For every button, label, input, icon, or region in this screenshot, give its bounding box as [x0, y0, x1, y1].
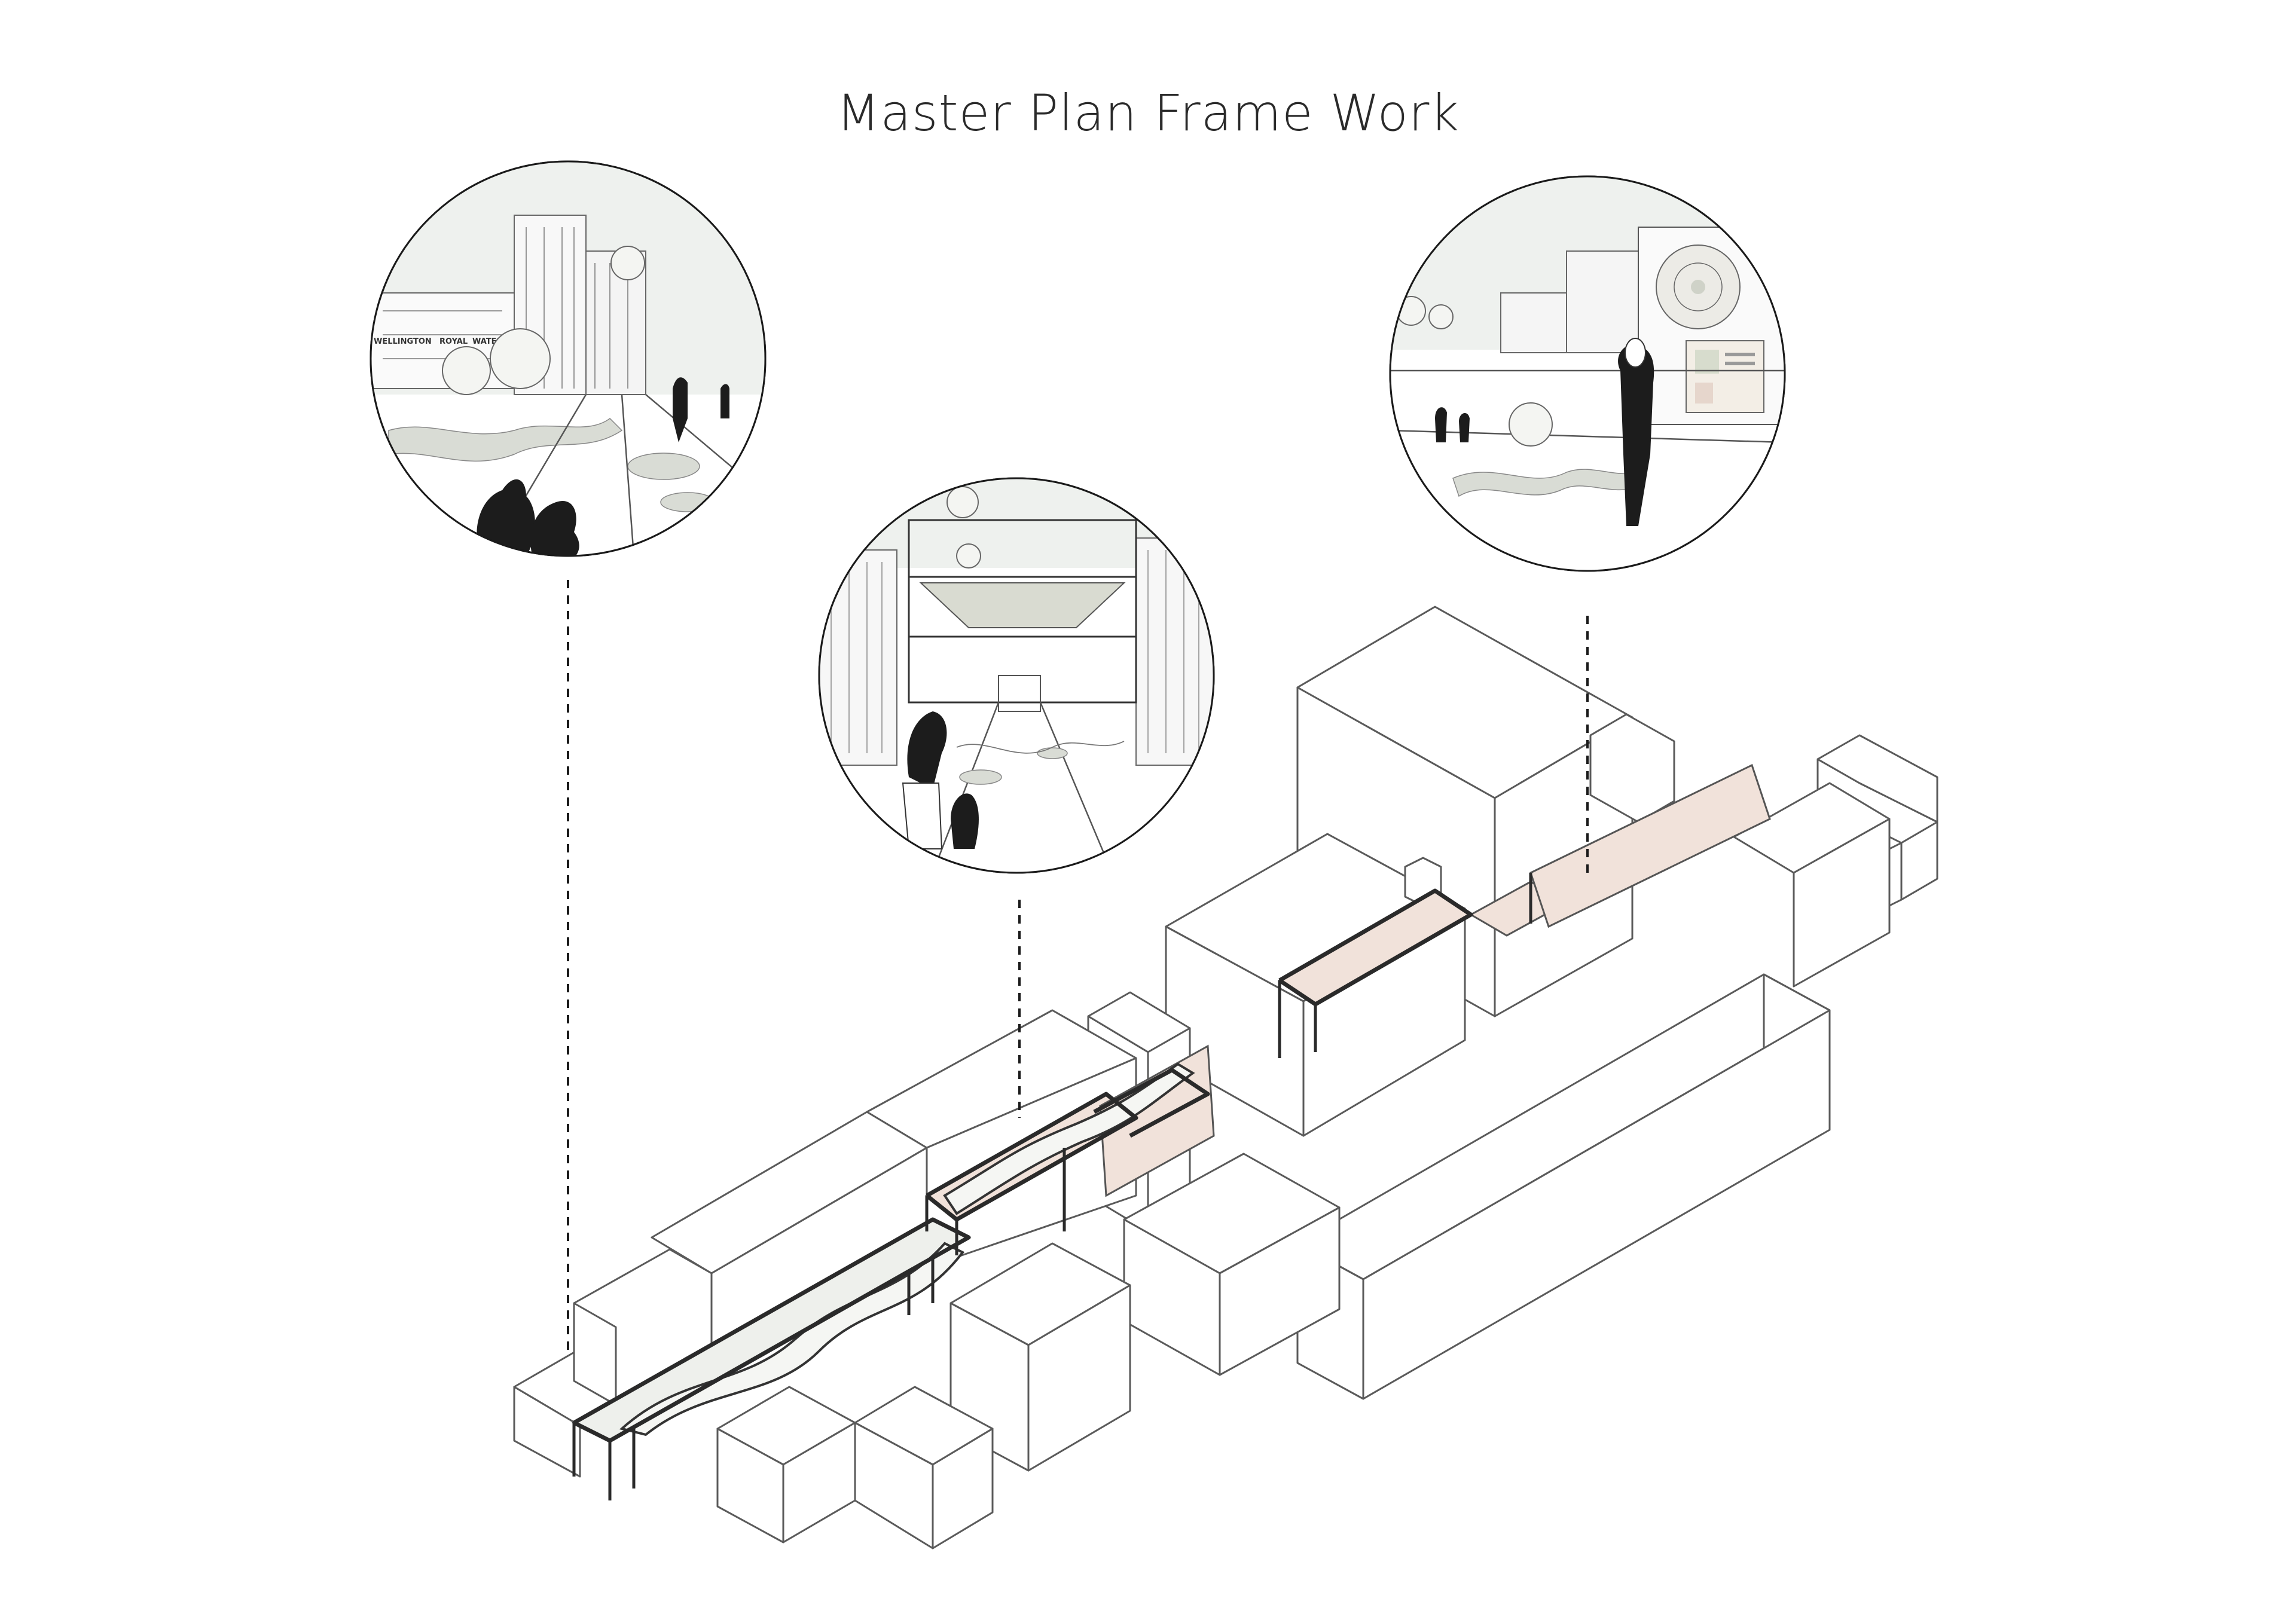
building-mid-right [1165, 833, 1466, 1137]
street-vignette: WELLINGTON ROYAL WATERLOO [370, 160, 767, 557]
canopy-right [1278, 763, 1771, 1058]
building-lower-center [949, 1153, 1341, 1472]
canopy-middle [925, 1044, 1215, 1255]
atrium-vignette [818, 477, 1215, 874]
gallery-vignette [1389, 175, 1786, 572]
canopy-left [571, 1217, 972, 1500]
diagram-title: Master Plan Frame Work [836, 84, 1460, 142]
sign-wellington: WELLINGTON [374, 337, 432, 346]
sign-royal: ROYAL [439, 337, 468, 346]
building-blocks [513, 606, 1938, 1549]
